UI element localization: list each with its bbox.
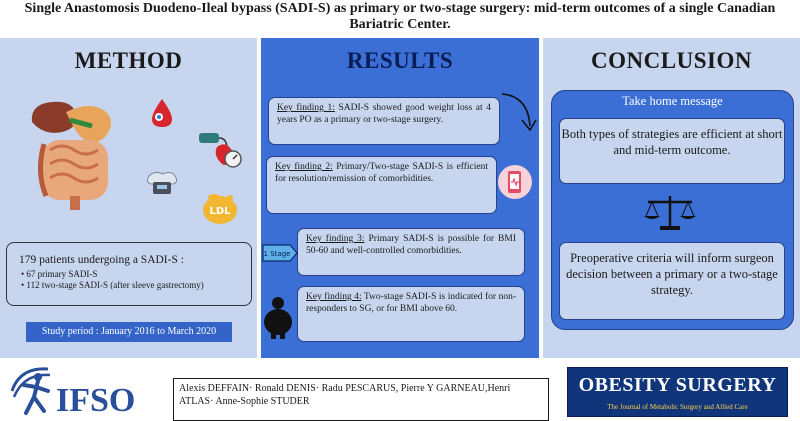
curved-arrow-icon (501, 93, 537, 132)
patients-box: 179 patients undergoing a SADI-S : • 67 … (6, 242, 252, 306)
results-heading: RESULTS (346, 48, 454, 73)
obese-person-icon (264, 297, 292, 339)
key-finding-2: Key finding 2: Primary/Two-stage SADI-S … (266, 156, 497, 214)
poster-title: Single Anastomosis Duodeno-Ileal bypass … (24, 1, 776, 32)
conclusion-box-strategies: Both types of strategies are efficient a… (559, 118, 785, 184)
key-finding-1-text: SADI-S showed good weight loss at 4 year… (277, 103, 491, 125)
key-finding-3-label: Key finding 3: (306, 234, 365, 244)
key-finding-4-text: Two-stage SADI-S is indicated for non-re… (306, 292, 516, 314)
key-finding-4-label: Key finding 4: (306, 292, 362, 302)
cholesterol-icon: LDL (203, 194, 237, 224)
balance-scale-icon (644, 196, 696, 230)
patients-summary: 179 patients undergoing a SADI-S : (19, 254, 184, 266)
patients-item-two-stage: • 112 two-stage SADI-S (after sleeve gas… (21, 280, 204, 290)
journal-name: OBESITY SURGERY (578, 374, 777, 396)
key-finding-3: Key finding 3: Primary SADI-S is possibl… (297, 228, 525, 276)
one-stage-label: 1 Stage (264, 250, 291, 258)
blood-drop-icon (152, 99, 172, 127)
key-finding-2-text: Primary/Two-stage SADI-S is efficient fo… (275, 162, 488, 184)
patients-item-primary: • 67 primary SADI-S (21, 269, 98, 279)
method-heading: METHOD (74, 48, 183, 73)
authors-box: Alexis DEFFAIN· Ronald DENIS· Radu PESCA… (173, 378, 549, 421)
weight-scale-icon (146, 171, 178, 194)
key-finding-4: Key finding 4: Two-stage SADI-S is indic… (297, 286, 525, 342)
ifso-wordmark: IFSO (56, 382, 135, 419)
journal-tagline: The Journal of Metabolic Surgery and All… (607, 403, 748, 411)
key-finding-1: Key finding 1: SADI-S showed good weight… (268, 97, 500, 145)
ifso-logo: IFSO (10, 367, 135, 419)
conclusion-heading: CONCLUSION (591, 48, 752, 73)
key-finding-1-label: Key finding 1: (277, 103, 335, 113)
health-app-icon (498, 165, 532, 199)
take-home-heading: Take home message (622, 94, 723, 108)
blood-pressure-icon (199, 133, 242, 168)
journal-logo: OBESITY SURGERY The Journal of Metabolic… (567, 367, 788, 417)
key-finding-2-label: Key finding 2: (275, 162, 333, 172)
one-stage-arrow-icon: 1 Stage (262, 244, 298, 262)
key-finding-3-text: Primary SADI-S is possible for BMI 50-60… (306, 234, 516, 256)
ldl-label: LDL (209, 206, 231, 217)
study-period: Study period : January 2016 to March 202… (26, 322, 232, 342)
conclusion-box-criteria: Preoperative criteria will inform surgeo… (559, 242, 785, 320)
digestive-organs-icon (31, 101, 111, 210)
